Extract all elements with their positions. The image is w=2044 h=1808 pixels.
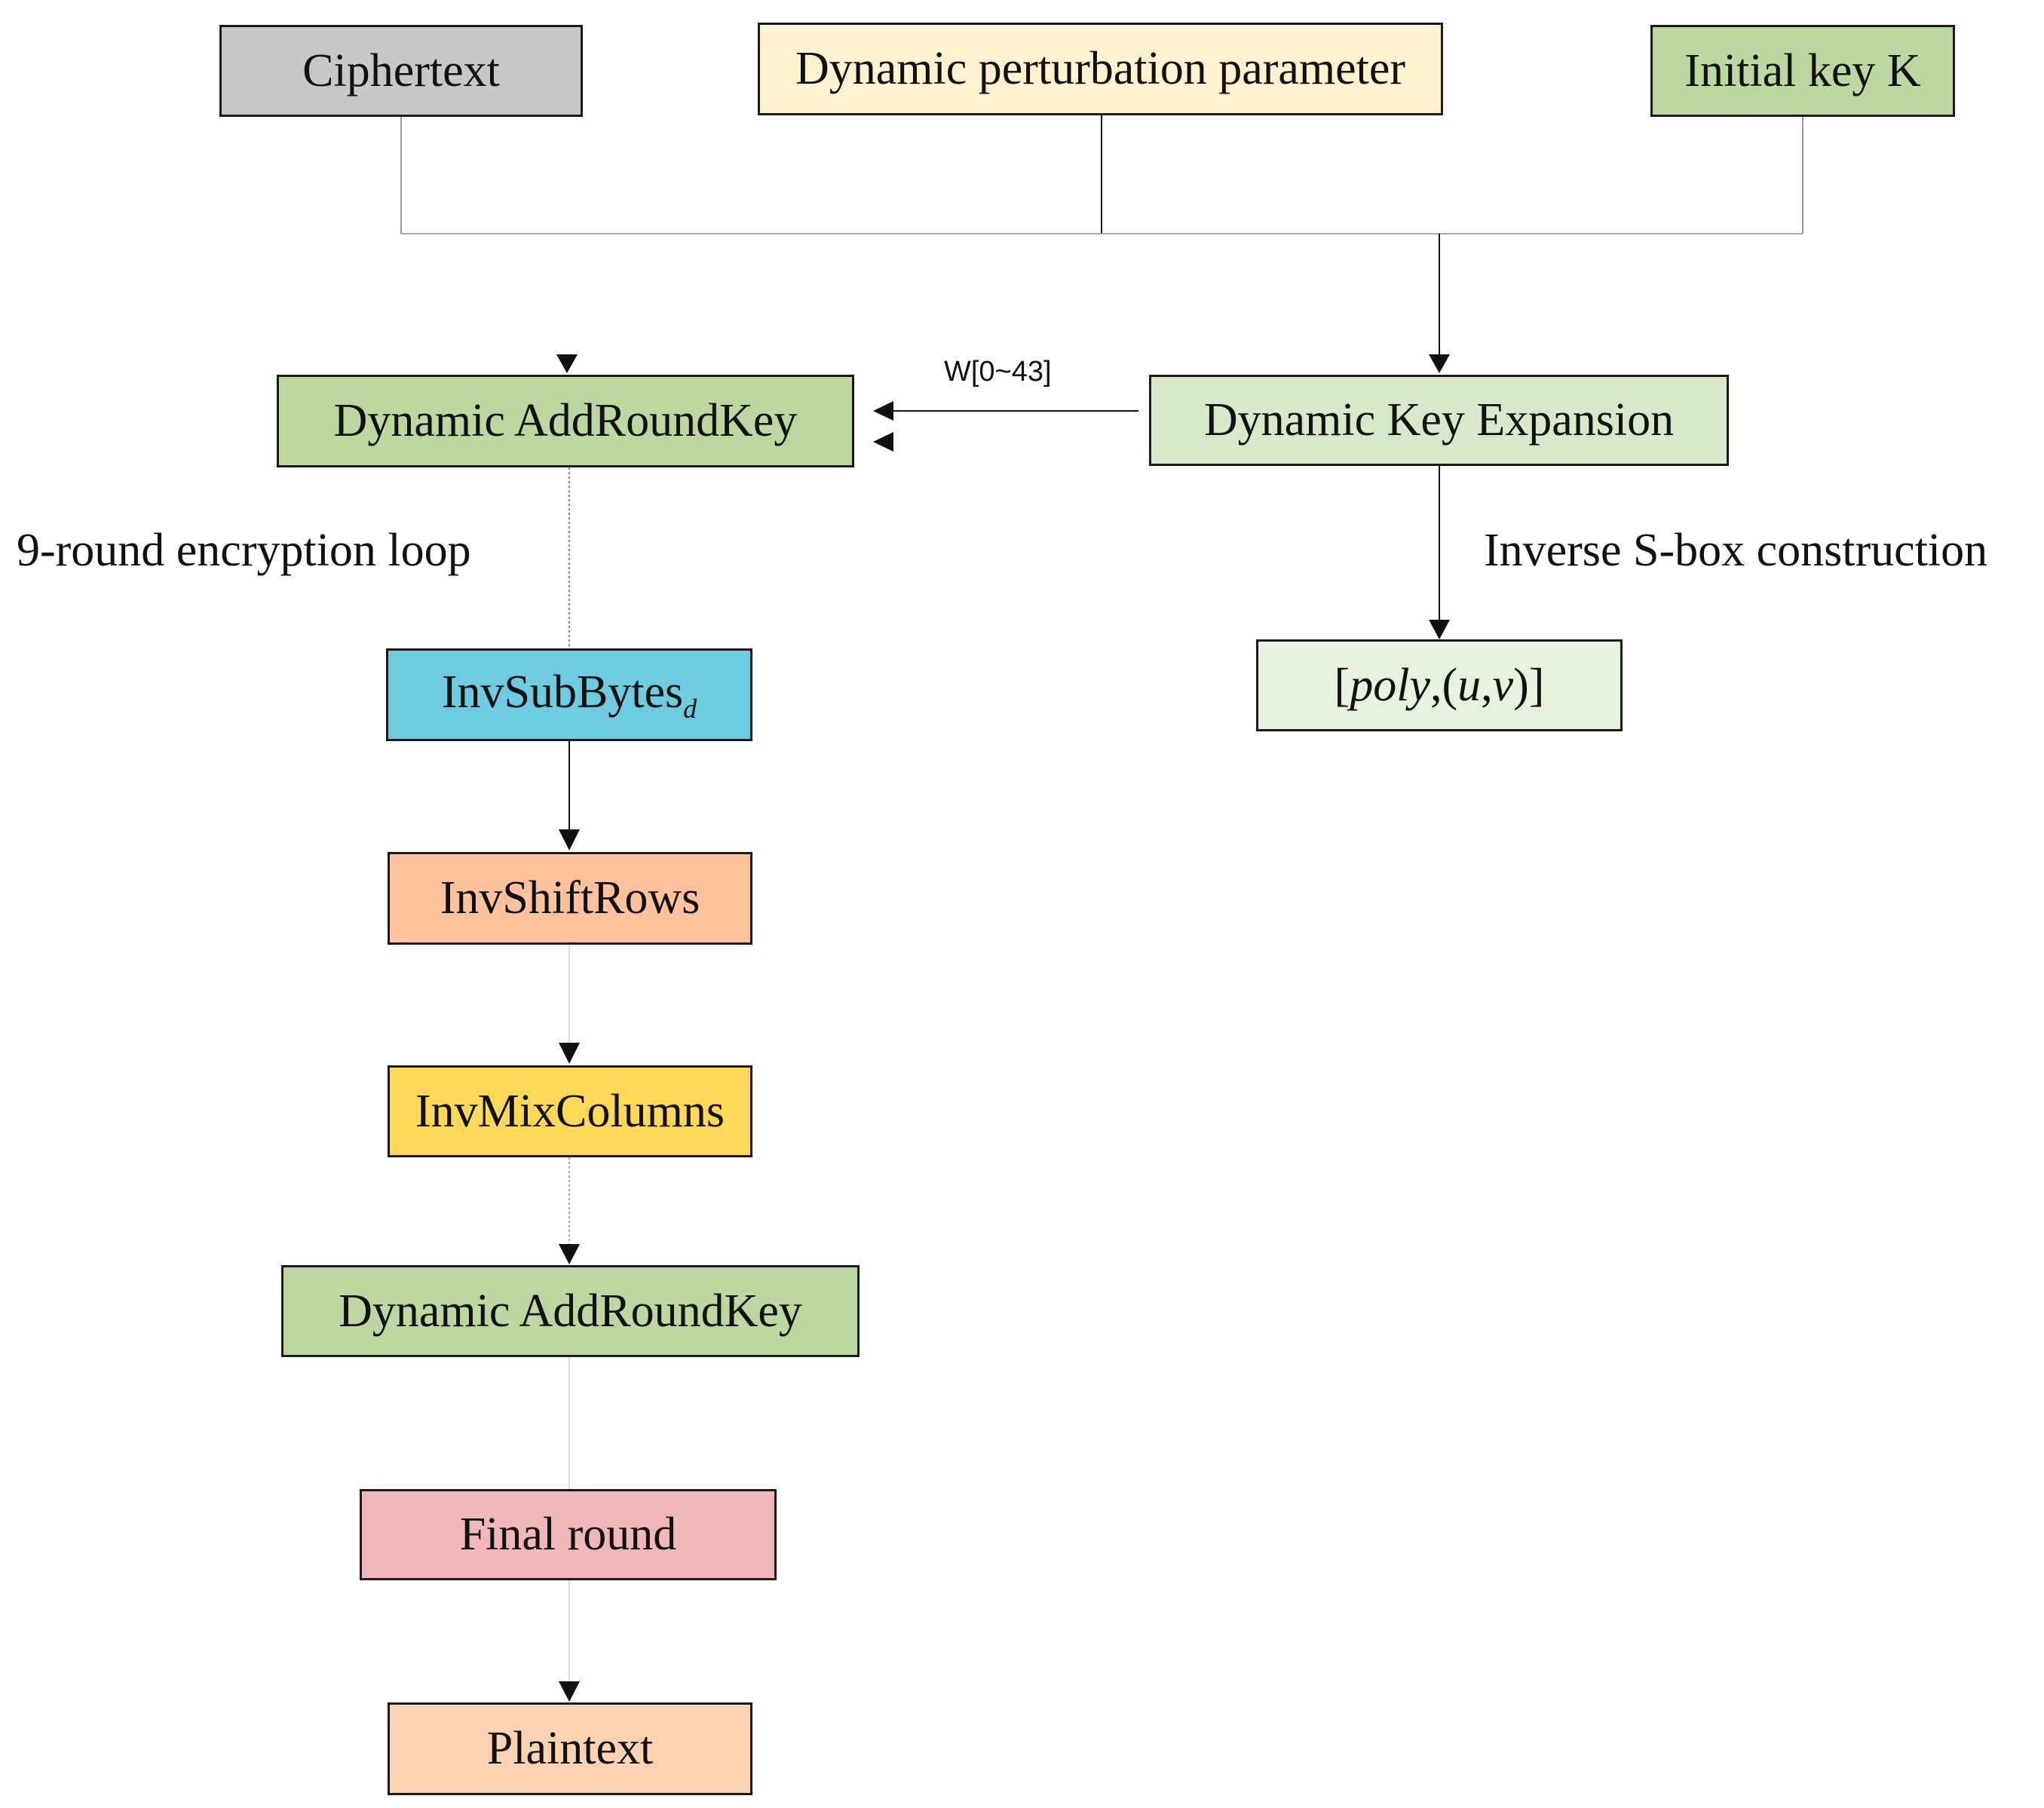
final-round-box: Final round	[360, 1489, 777, 1580]
invshiftrows-label: InvShiftRows	[440, 872, 700, 924]
plaintext-box: Plaintext	[388, 1702, 752, 1795]
invsubbytes-box: InvSubBytesd	[386, 648, 752, 741]
arrowhead-invshiftrows	[559, 829, 580, 850]
invmixcolumns-box: InvMixColumns	[388, 1065, 752, 1157]
initial-key-box: Initial key K	[1650, 25, 1955, 117]
invshiftrows-box: InvShiftRows	[388, 852, 752, 945]
formula-sep1: ,(	[1430, 659, 1458, 711]
arrowhead-addroundkey-bottom	[559, 1244, 580, 1264]
addroundkey-bottom-label: Dynamic AddRoundKey	[339, 1285, 802, 1337]
perturbation-label: Dynamic perturbation parameter	[795, 43, 1406, 94]
addroundkey-bottom-box: Dynamic AddRoundKey	[281, 1265, 860, 1357]
arrowhead-w-lower	[873, 432, 893, 452]
arrowhead-plaintext	[559, 1681, 580, 1702]
formula-close: )]	[1513, 659, 1545, 711]
invsubbytes-text: InvSubBytes	[441, 666, 684, 718]
invmixcolumns-label: InvMixColumns	[415, 1085, 725, 1137]
arrowhead-w-upper	[873, 401, 893, 421]
formula-v: v	[1492, 659, 1514, 711]
addroundkey-top-box: Dynamic AddRoundKey	[277, 375, 854, 467]
formula-u: u	[1457, 659, 1482, 711]
formula-open: [	[1334, 659, 1350, 711]
sbox-params-box: [poly,(u,v)]	[1256, 639, 1623, 731]
ciphertext-box: Ciphertext	[219, 25, 583, 117]
w-range-label: W[0~43]	[944, 356, 1052, 388]
arrowhead-key-expansion	[1429, 354, 1450, 373]
key-expansion-box: Dynamic Key Expansion	[1149, 375, 1729, 466]
plaintext-label: Plaintext	[486, 1723, 654, 1774]
ciphertext-label: Ciphertext	[302, 44, 500, 97]
invsubbytes-subscript: d	[683, 693, 697, 724]
perturbation-box: Dynamic perturbation parameter	[758, 23, 1443, 115]
initial-key-label: Initial key K	[1684, 44, 1921, 97]
inverse-sbox-label: Inverse S-box construction	[1484, 525, 1988, 576]
formula-sep2: ,	[1481, 659, 1493, 711]
sbox-params-formula: [poly,(u,v)]	[1335, 659, 1545, 712]
arrowhead-invmixcolumns	[559, 1043, 580, 1064]
final-round-label: Final round	[459, 1509, 677, 1560]
loop-label: 9-round encryption loop	[17, 525, 471, 576]
key-expansion-label: Dynamic Key Expansion	[1203, 394, 1675, 446]
addroundkey-top-label: Dynamic AddRoundKey	[333, 395, 798, 446]
invsubbytes-label: InvSubBytesd	[442, 666, 697, 725]
formula-poly: poly	[1350, 659, 1430, 711]
arrowhead-sbox	[1429, 620, 1450, 639]
arrowhead-addroundkey-top	[556, 354, 578, 373]
